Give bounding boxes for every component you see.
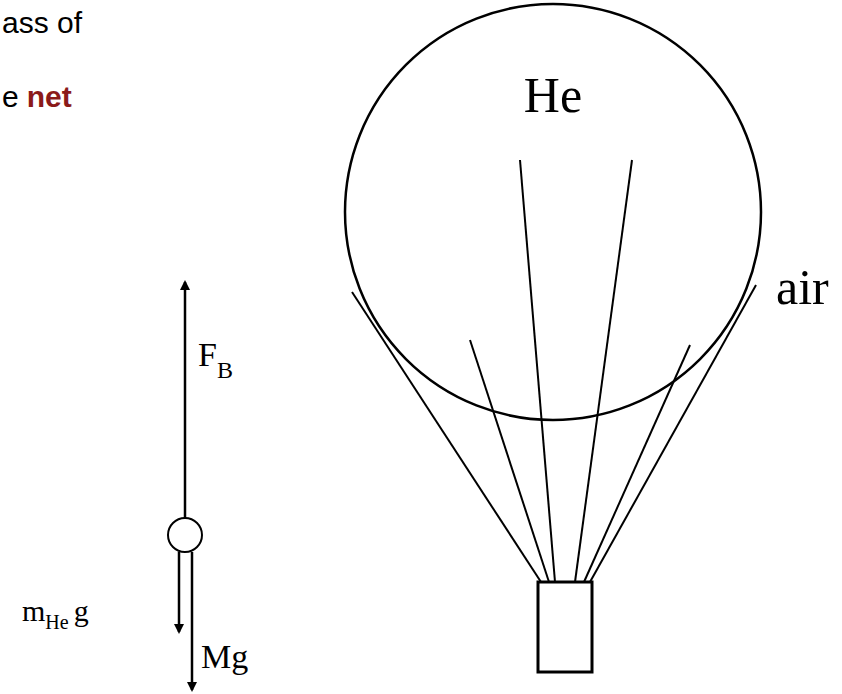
balloon-envelope: He [343,2,763,422]
force-subscript: He [45,612,68,632]
force-label: m [22,596,45,626]
force-label: Mg [201,640,248,674]
emphasis-word: net [27,82,72,112]
rope-lines [352,160,756,582]
gas-label: He [524,70,582,120]
heading-fragment: e [2,82,19,112]
heading-fragment: ass of [2,8,82,38]
force-label: g [74,596,89,626]
medium-label: air [776,262,829,312]
basket [538,582,592,672]
body-point [168,518,202,552]
force-label: F [198,338,217,372]
force-arrows [179,282,192,690]
balloon-outline [343,2,763,422]
force-subscript: B [217,358,233,382]
